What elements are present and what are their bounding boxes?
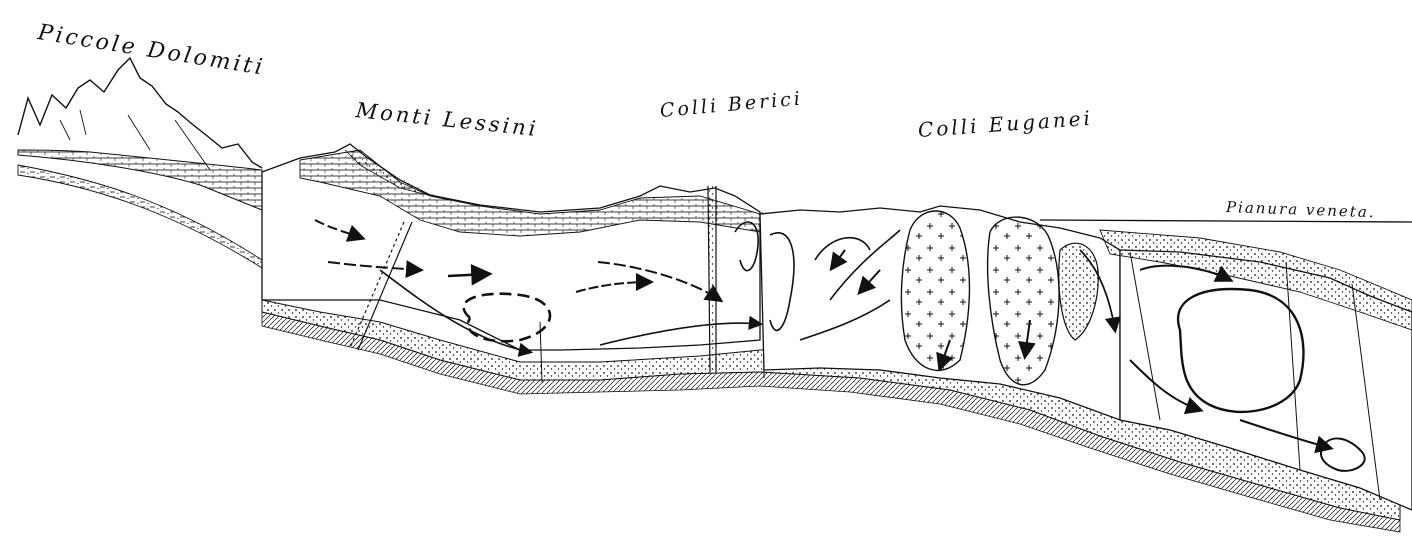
volcanic-intrusion-1 — [901, 211, 969, 370]
